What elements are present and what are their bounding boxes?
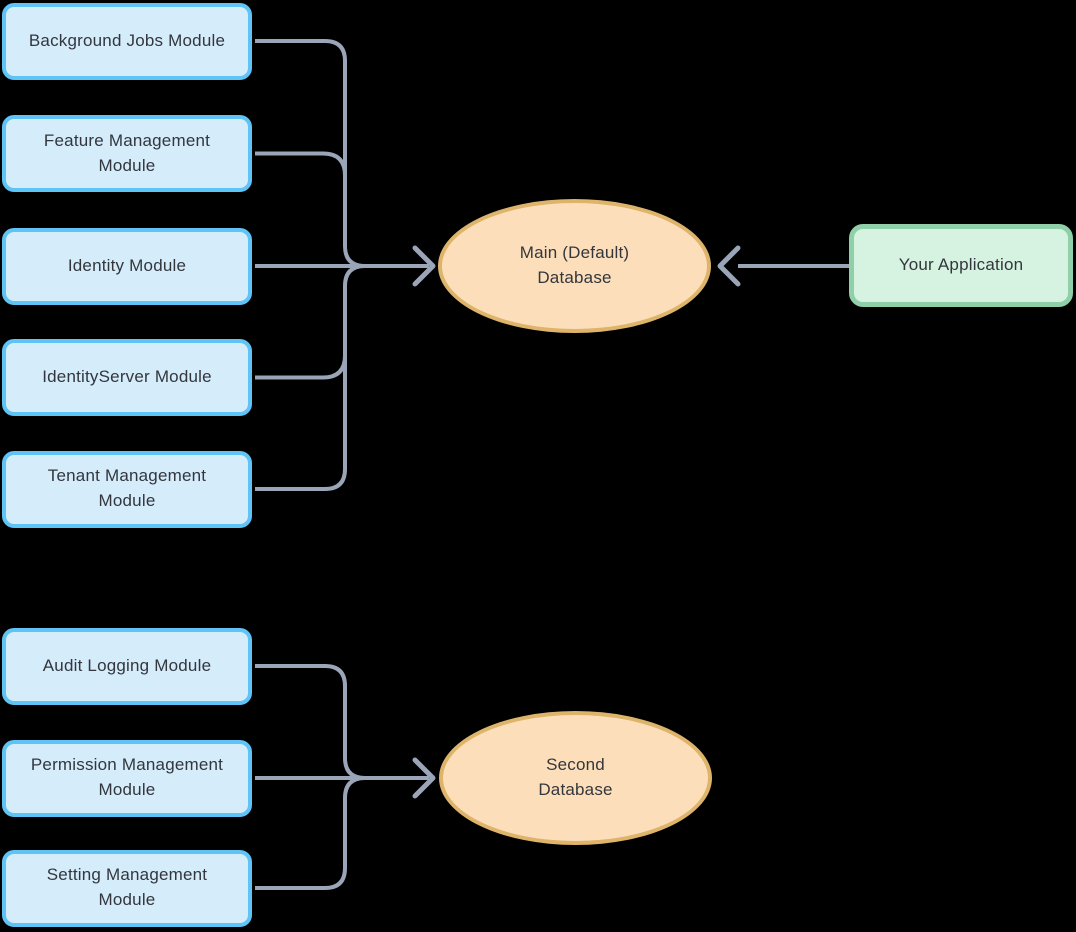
node-background-jobs-module: Background Jobs Module (2, 2, 252, 80)
connector-bottom-group (255, 664, 436, 890)
node-permission-management-module: Permission Management Module (2, 739, 252, 817)
node-setting-management-module: Setting Management Module (2, 849, 252, 927)
node-audit-logging-module: Audit Logging Module (2, 627, 252, 705)
node-identity-module: Identity Module (2, 227, 252, 305)
node-tenant-management-module: Tenant Management Module (2, 450, 252, 528)
arrowhead-second-database-icon (412, 757, 436, 799)
arrowhead-main-database-icon (412, 245, 436, 287)
connector-application (717, 245, 849, 287)
connector-top-group (255, 39, 436, 491)
node-feature-management-module: Feature Management Module (2, 115, 252, 192)
node-main-default-database: Main (Default) Database (438, 199, 711, 333)
arrowhead-application-icon (717, 245, 741, 287)
node-identityserver-module: IdentityServer Module (2, 339, 252, 416)
node-second-database: Second Database (439, 711, 712, 845)
node-your-application: Your Application (849, 224, 1073, 307)
